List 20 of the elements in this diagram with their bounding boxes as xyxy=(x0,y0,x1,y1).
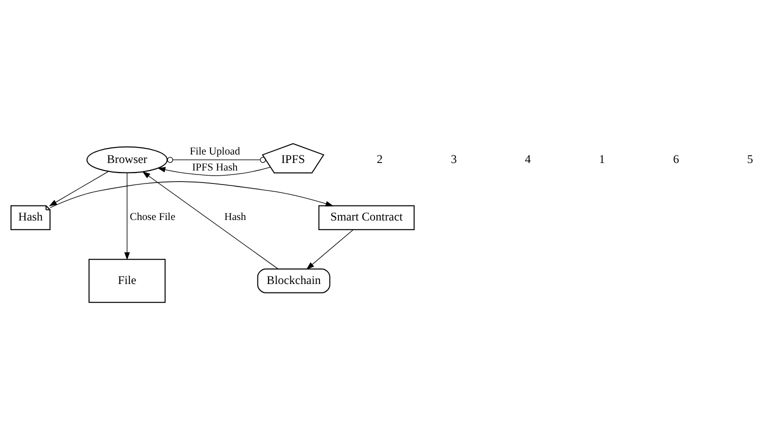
label: 5 xyxy=(747,151,754,166)
arrow xyxy=(124,172,130,260)
connector xyxy=(167,156,266,162)
arrow xyxy=(50,180,334,208)
arrow xyxy=(48,170,109,206)
edge-label: Hash xyxy=(224,212,246,223)
edge-label: IPFS Hash xyxy=(192,162,238,173)
arrow xyxy=(306,228,354,270)
arrow xyxy=(157,166,271,176)
label: 1 xyxy=(599,151,605,166)
label: 6 xyxy=(673,151,680,166)
label: 3 xyxy=(450,151,457,166)
label: 2 xyxy=(376,151,383,166)
node-box: Blockchain xyxy=(257,268,330,293)
arrow xyxy=(142,170,278,269)
edge-label: File Upload xyxy=(190,146,240,157)
label: 4 xyxy=(524,151,531,166)
node-box: File xyxy=(88,258,166,302)
edge-label: Chose File xyxy=(130,212,176,223)
node-box: Smart Contract xyxy=(318,204,415,230)
